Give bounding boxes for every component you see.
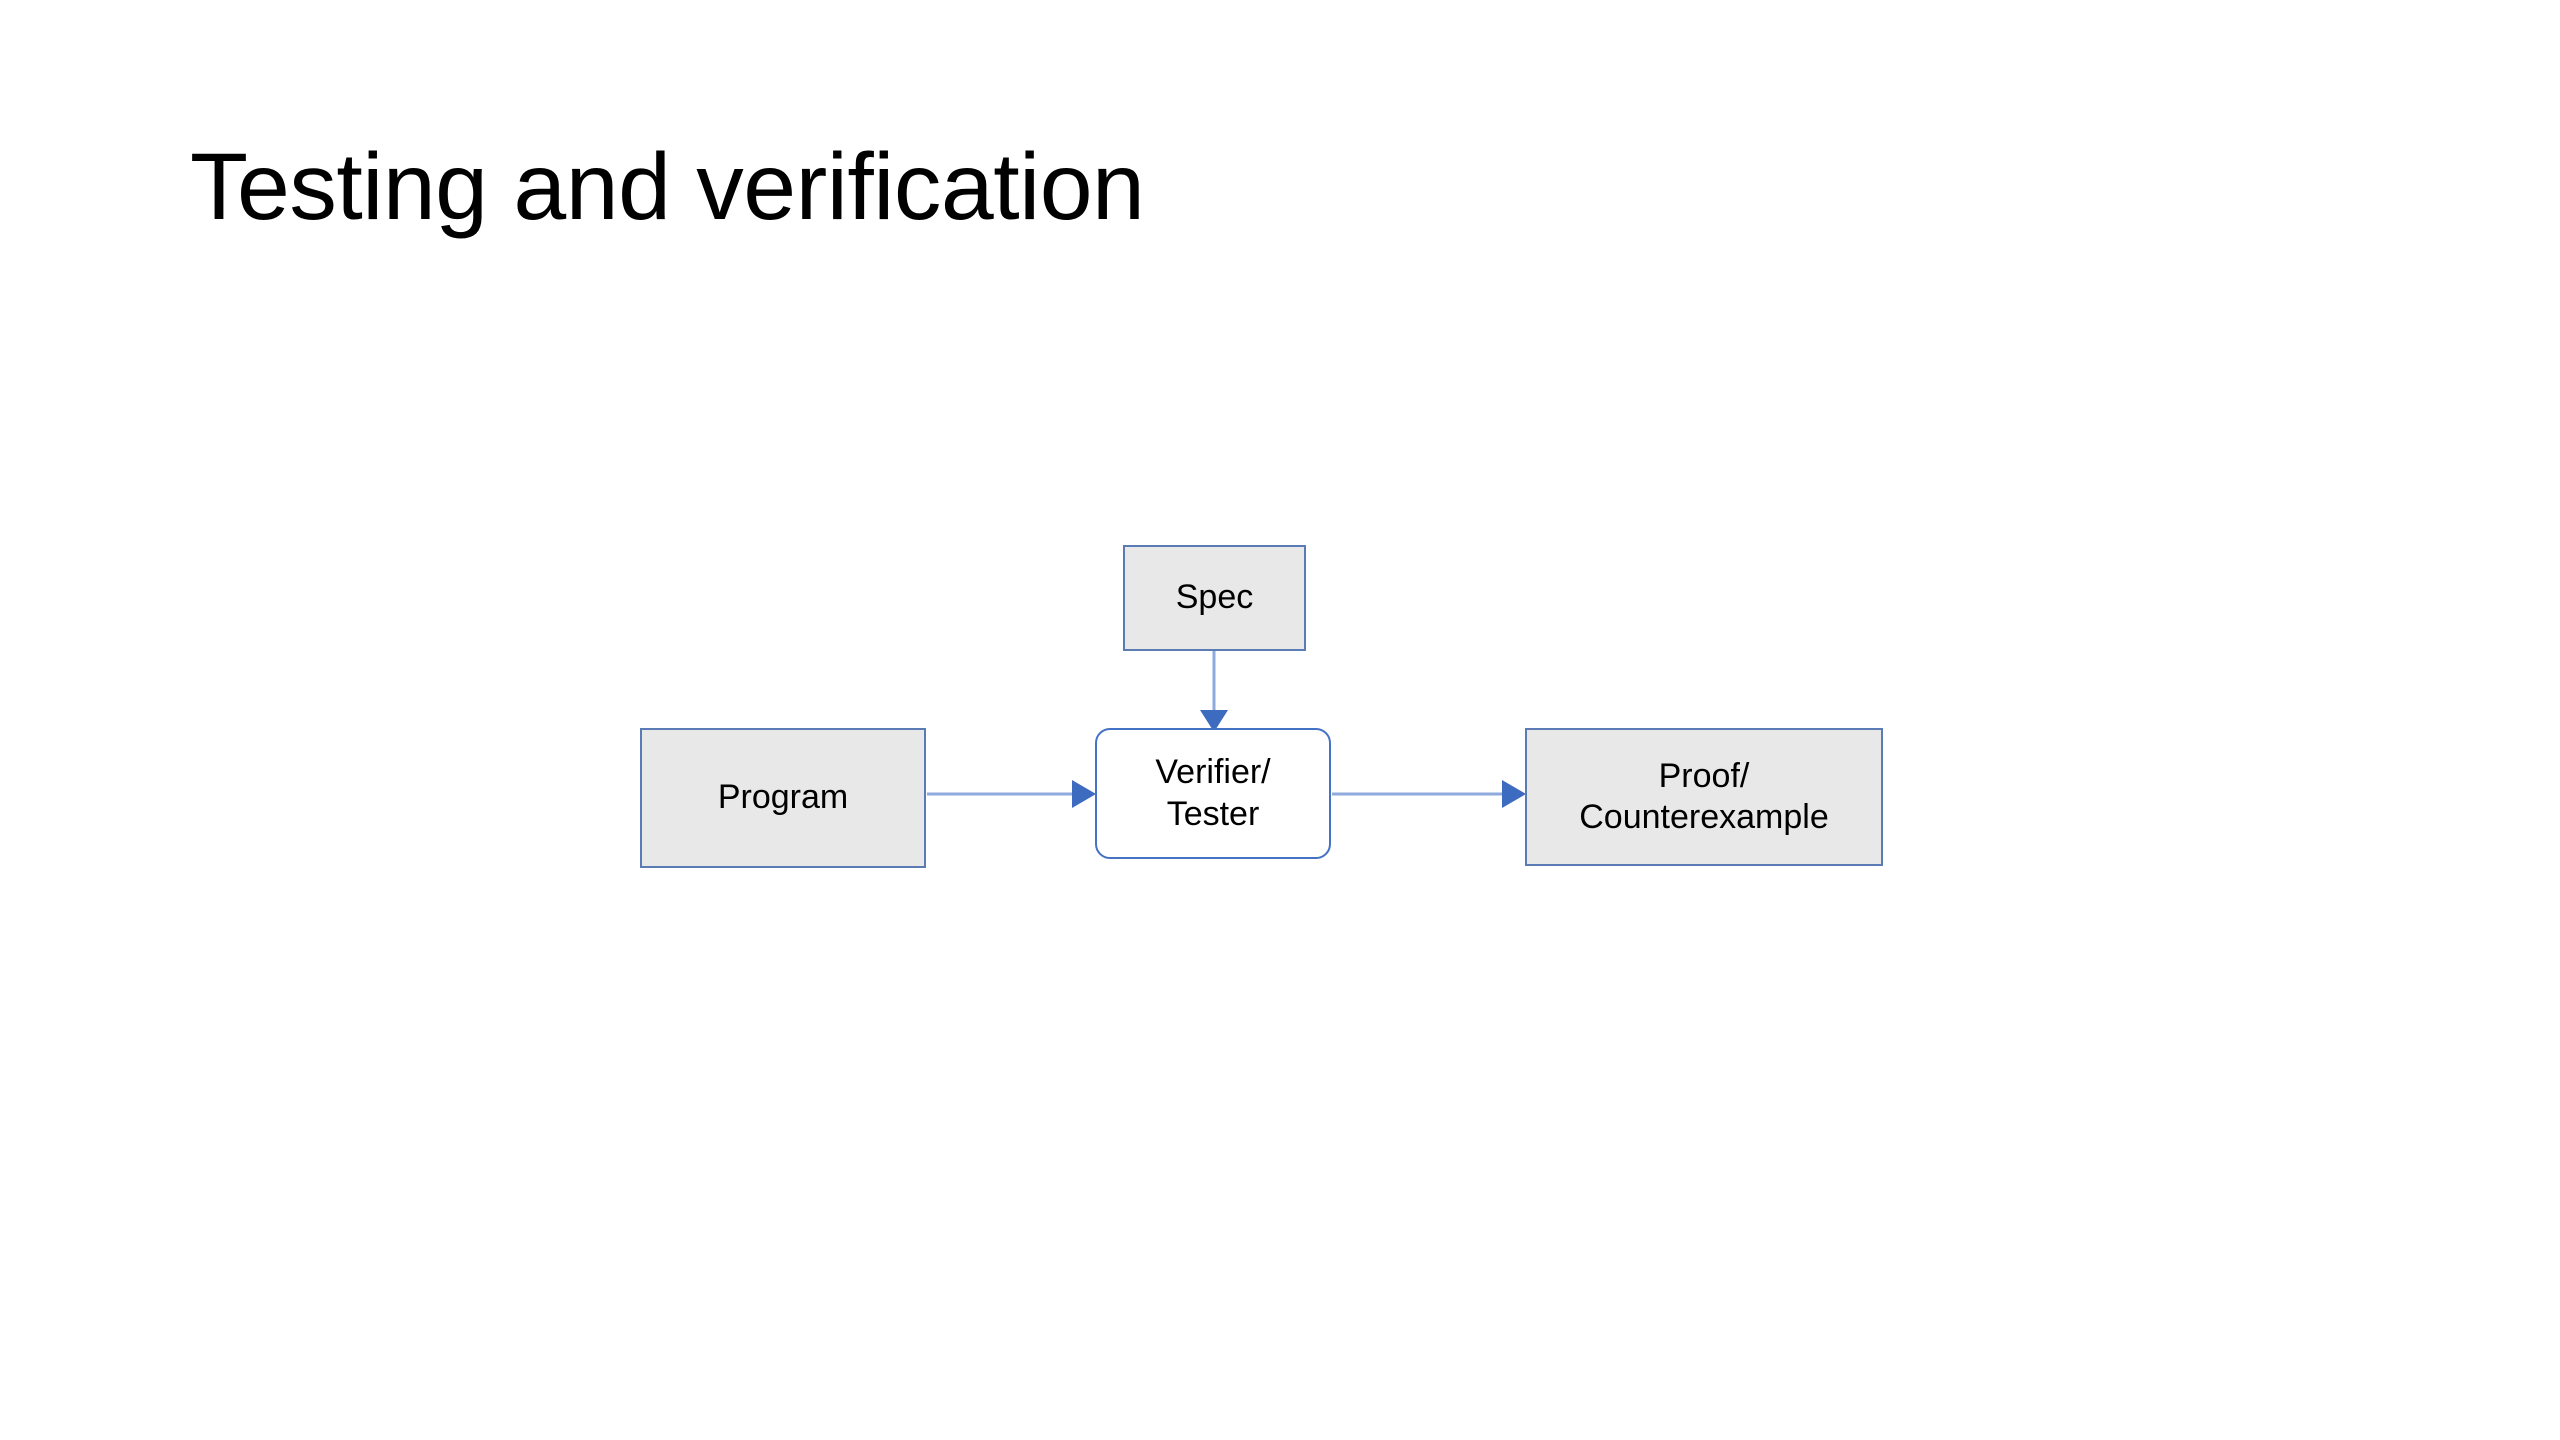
connector-spec-to-verifier (1200, 651, 1228, 732)
node-verifier-tester-label: Verifier/ Tester (1155, 753, 1271, 833)
page-title: Testing and verification (190, 134, 1145, 240)
node-proof-counterexample[interactable]: Proof/ Counterexample (1525, 728, 1883, 866)
connector-verifier-to-proof (1332, 780, 1526, 808)
node-proof-counterexample-label: Proof/ Counterexample (1579, 756, 1829, 836)
node-verifier-tester[interactable]: Verifier/ Tester (1095, 728, 1331, 859)
node-spec-label: Spec (1175, 578, 1254, 617)
connector-program-to-verifier (927, 780, 1096, 808)
node-program[interactable]: Program (640, 728, 926, 868)
node-spec[interactable]: Spec (1123, 545, 1306, 651)
node-program-label: Program (717, 778, 849, 817)
